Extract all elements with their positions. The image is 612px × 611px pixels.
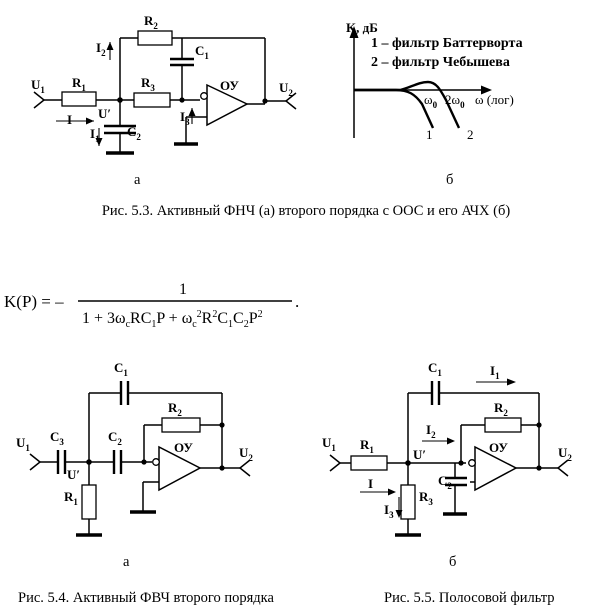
legend-item-2: 2 – фильтр Чебышева xyxy=(371,55,510,70)
caption-fig-5-3: Рис. 5.3. Активный ФНЧ (а) второго поряд… xyxy=(102,203,511,219)
curve-butterworth xyxy=(354,88,435,129)
input-terminal-u1 xyxy=(29,453,42,471)
label-opamp: ОУ xyxy=(489,440,508,455)
formula-lhs: K(P) = – xyxy=(4,292,64,311)
label-u1: U1 xyxy=(16,435,30,453)
figure-5-4-hpf-circuit: C1 R2 U1 C3 C2 ОУ U2 U′ R1 а xyxy=(16,360,253,570)
resistor-r2 xyxy=(161,417,201,433)
tick-2w0: 2ω0 xyxy=(445,92,465,110)
output-terminal-u2 xyxy=(284,92,297,110)
resistor-r3 xyxy=(400,484,416,520)
label-x-axis: ω (лог) xyxy=(475,92,514,107)
transfer-function-formula: K(P) = – 1 1 + 3ωcRC1P + ωc2R2C1C2P2 . xyxy=(4,281,299,330)
label-i3: I3 xyxy=(180,109,190,127)
legend-item-1: 1 – фильтр Баттерворта xyxy=(371,36,523,51)
label-u2: U2 xyxy=(239,445,253,463)
label-u2: U2 xyxy=(279,80,293,98)
label-c1: C1 xyxy=(428,360,442,378)
label-y-axis: K, дБ xyxy=(346,20,378,35)
formula-numerator: 1 xyxy=(179,281,187,298)
label-i1: I1 xyxy=(490,363,500,381)
label-c2: C2 xyxy=(438,473,452,491)
label-opamp: ОУ xyxy=(174,440,193,455)
formula-denominator: 1 + 3ωcRC1P + ωc2R2C1C2P2 xyxy=(82,309,263,330)
resistor-r1 xyxy=(81,484,97,520)
resistor-r2 xyxy=(484,417,522,433)
figure-5-3-frequency-response-graph: K, дБ 1 – фильтр Баттерворта 2 – фильтр … xyxy=(346,20,523,188)
figure-5-5-bandpass-circuit: C1 I1 R2 U1 R1 I2 U′ ОУ U2 C2 I R3 I3 б xyxy=(322,360,572,570)
label-r1: R1 xyxy=(64,489,78,507)
op-amp xyxy=(474,445,518,492)
op-amp xyxy=(206,83,249,127)
label-r1: R1 xyxy=(360,437,374,455)
label-u-prime: U′ xyxy=(67,467,80,482)
label-c1: C1 xyxy=(195,43,209,61)
curve-chebyshev xyxy=(354,80,461,129)
label-r1: R1 xyxy=(72,75,86,93)
resistor-r1 xyxy=(61,91,97,107)
label-c2: C2 xyxy=(127,124,141,142)
input-terminal-u1 xyxy=(329,454,342,472)
label-r3: R3 xyxy=(141,75,155,93)
label-r2: R2 xyxy=(494,400,508,418)
label-c2: C2 xyxy=(108,429,122,447)
tick-w0: ω0 xyxy=(424,92,438,110)
label-r2: R2 xyxy=(168,400,182,418)
label-r2: R2 xyxy=(144,13,158,31)
label-c1: C1 xyxy=(114,360,128,378)
label-i1: I1 xyxy=(90,126,100,144)
output-terminal-u2 xyxy=(556,459,569,477)
label-u1: U1 xyxy=(322,435,336,453)
resistor-r1 xyxy=(350,455,388,471)
formula-end: . xyxy=(295,292,299,311)
label-i: I xyxy=(67,112,72,127)
label-u2: U2 xyxy=(558,445,572,463)
part-label-a: а xyxy=(134,172,141,188)
part-label-a: а xyxy=(123,554,130,570)
label-r3: R3 xyxy=(419,489,433,507)
part-label-b: б xyxy=(446,172,453,188)
label-i2: I2 xyxy=(426,422,436,440)
label-i: I xyxy=(368,476,373,491)
label-u-prime: U′ xyxy=(413,447,426,462)
caption-fig-5-5: Рис. 5.5. Полосовой фильтр xyxy=(384,590,555,606)
resistor-r3 xyxy=(133,92,171,108)
label-c3: C3 xyxy=(50,429,64,447)
caption-fig-5-4: Рис. 5.4. Активный ФВЧ второго порядка xyxy=(18,590,274,606)
curve-label-1: 1 xyxy=(426,127,433,142)
op-amp xyxy=(158,445,202,492)
part-label-b: б xyxy=(449,554,456,570)
curve-label-2: 2 xyxy=(467,127,474,142)
label-opamp: ОУ xyxy=(220,78,239,93)
label-i2: I2 xyxy=(96,40,106,58)
figure-5-3-lpf-circuit: U1 R1 R2 R3 C1 C2 I I1 I2 I3 U′ ОУ U2 а xyxy=(31,13,297,188)
label-u1: U1 xyxy=(31,77,45,95)
label-i3: I3 xyxy=(384,502,394,520)
resistor-r2 xyxy=(137,30,173,46)
label-u-prime: U′ xyxy=(98,106,111,121)
output-terminal-u2 xyxy=(238,459,251,477)
